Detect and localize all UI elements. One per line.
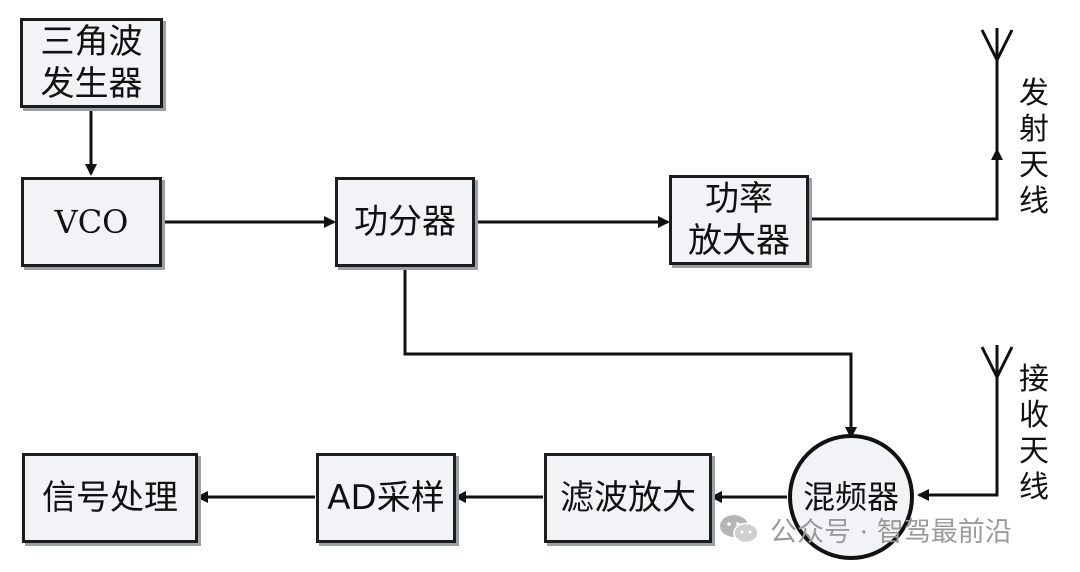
mixer-label: 混频器	[802, 478, 899, 516]
splitter-block: 功分器	[335, 177, 475, 267]
signal-processing-label: 信号处理	[42, 478, 178, 518]
rx-antenna-icon	[980, 345, 1014, 381]
vco-label: VCO	[54, 203, 129, 241]
triangle-gen-line-1: 三角波	[40, 22, 143, 62]
splitter-label: 功分器	[354, 202, 456, 242]
wire-rx-antenna-to-mixer	[917, 358, 999, 501]
filter-amp-label: 滤波放大	[560, 478, 696, 518]
wechat-icon	[720, 515, 759, 544]
tx-char-4: 线	[1019, 184, 1049, 219]
tx-char-3: 天	[1019, 148, 1049, 183]
rx-antenna-label: 接 收 天 线	[1016, 362, 1052, 506]
tx-antenna-label: 发 射 天 线	[1016, 76, 1052, 220]
ad-sampling-block: AD采样	[316, 453, 456, 543]
watermark-text: 公众号 · 智驾最前沿	[770, 516, 1012, 548]
triangle-gen-line-2: 发生器	[40, 64, 143, 104]
signal-processing-block: 信号处理	[22, 453, 198, 543]
power-amplifier-block: 功率 放大器	[669, 175, 809, 265]
rx-char-4: 线	[1019, 470, 1049, 505]
wire-splitter-to-mixer	[403, 266, 857, 439]
ad-sampling-label: AD采样	[327, 478, 445, 518]
tx-antenna-icon	[980, 28, 1014, 64]
vco-block: VCO	[21, 177, 162, 267]
tx-char-1: 发	[1019, 76, 1049, 111]
watermark: 公众号 · 智驾最前沿	[718, 506, 1012, 552]
mixer-circle	[788, 434, 914, 560]
triangle-wave-generator-block: 三角波 发生器	[20, 18, 163, 108]
rx-char-1: 接	[1019, 362, 1049, 397]
rx-char-3: 天	[1019, 434, 1049, 469]
rx-char-2: 收	[1019, 398, 1049, 433]
wire-pa-to-tx-antenna	[808, 148, 1003, 221]
power-amp-line-2: 放大器	[688, 221, 790, 261]
tx-char-2: 射	[1019, 112, 1049, 147]
power-amp-line-1: 功率	[705, 179, 773, 219]
filter-amplifier-block: 滤波放大	[544, 453, 712, 543]
